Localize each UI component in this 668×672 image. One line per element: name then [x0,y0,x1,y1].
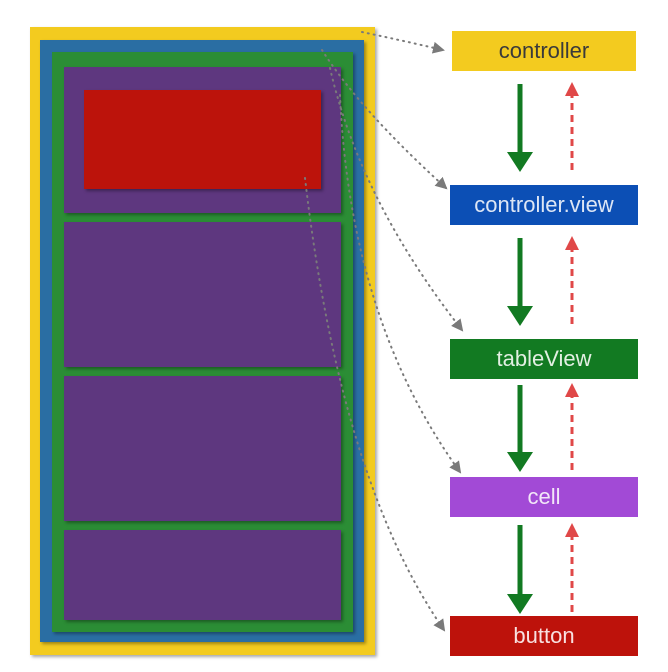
down-arrowhead-2 [507,452,533,472]
down-arrowhead-0 [507,152,533,172]
up-arrowhead-1 [565,236,579,250]
cell-layer-2 [64,222,341,367]
connector-table-view [329,67,464,332]
node-label: button [513,623,575,648]
cell-layer-4 [64,530,341,620]
node-button: button [450,616,638,656]
node-controller: controller [452,31,636,71]
connector-cell [339,94,462,474]
connector-controller [361,31,445,54]
connector-controller-view [321,49,448,190]
node-table-view: tableView [450,339,638,379]
down-arrowhead-1 [507,306,533,326]
connector-button [304,177,446,632]
node-controller-view: controller.view [450,185,638,225]
node-label: controller [498,38,590,63]
up-arrowhead-3 [565,523,579,537]
node-label: cell [527,484,561,509]
up-arrowhead-0 [565,82,579,96]
node-label: tableView [496,346,592,371]
node-label: controller.view [474,192,614,217]
down-arrowhead-3 [507,594,533,614]
cell-layer-3 [64,376,341,521]
up-arrowhead-2 [565,383,579,397]
button-layer [84,90,321,189]
node-cell: cell [450,477,638,517]
